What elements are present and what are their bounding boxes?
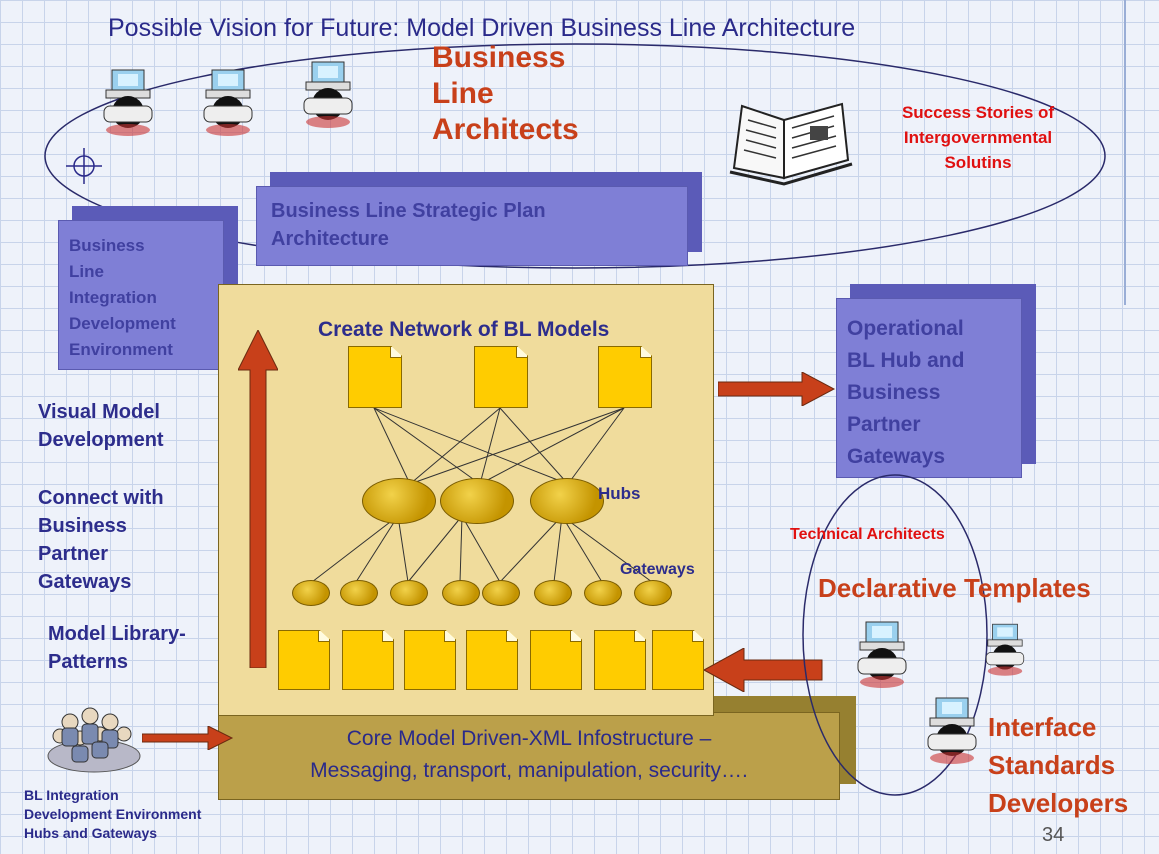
bla-line-2: Line <box>432 77 494 110</box>
gateway-node <box>442 580 480 606</box>
model-library-label: Model Library- Patterns <box>48 620 186 676</box>
integration-env-box: Business Line Integration Development En… <box>58 220 224 370</box>
pattern-doc-icon <box>594 630 646 690</box>
success-line-1: Success Stories of <box>901 103 1055 122</box>
gateway-node <box>534 580 572 606</box>
operational-hub-box: Operational BL Hub and Business Partner … <box>836 298 1022 478</box>
interface-line-1: Interface <box>988 712 1097 742</box>
right-arrow-icon <box>718 372 836 406</box>
interface-standards-label: Interface Standards Developers <box>988 708 1128 822</box>
success-stories-label: Success Stories of Intergovernmental Sol… <box>870 100 1086 175</box>
visual-line-2: Development <box>38 429 164 451</box>
operational-line-1: Operational <box>847 317 964 340</box>
integration-line-5: Environment <box>69 340 173 359</box>
operational-line-3: Business <box>847 381 941 404</box>
technical-architects-label: Technical Architects <box>790 526 945 543</box>
bl-integration-line-1: BL Integration <box>24 787 119 803</box>
bl-model-doc-icon <box>598 346 652 408</box>
bl-integration-line-2: Development Environment <box>24 806 202 822</box>
visual-line-1: Visual Model <box>38 401 160 423</box>
gateway-node <box>292 580 330 606</box>
bl-integration-label: BL Integration Development Environment H… <box>24 786 201 843</box>
hub-node <box>440 478 514 524</box>
gateway-node <box>584 580 622 606</box>
connect-line-2: Business <box>38 515 127 537</box>
strategic-plan-line-1: Business Line Strategic Plan <box>271 200 546 222</box>
network-title: Create Network of BL Models <box>318 318 610 341</box>
library-line-2: Patterns <box>48 651 129 673</box>
interface-line-3: Developers <box>988 788 1129 818</box>
bla-line-1: Business <box>432 41 566 74</box>
gateway-node <box>340 580 378 606</box>
pattern-doc-icon <box>342 630 394 690</box>
strategic-plan-box: Business Line Strategic Plan Architectur… <box>256 186 688 266</box>
crosshair-icon <box>66 148 102 184</box>
pattern-doc-icon <box>278 630 330 690</box>
integration-line-4: Development <box>69 314 176 333</box>
interface-line-2: Standards <box>988 750 1116 780</box>
library-line-1: Model Library- <box>48 623 186 645</box>
slide-number: 34 <box>1042 824 1065 846</box>
technical-person-icon <box>927 697 977 764</box>
core-infra-line-1: Core Model Driven-XML Infostructure – <box>346 727 712 750</box>
crowd-icon <box>47 707 141 773</box>
pattern-doc-icon <box>404 630 456 690</box>
operational-line-4: Partner <box>847 413 921 436</box>
architect-ellipse <box>44 43 1106 269</box>
success-line-3: Solutins <box>944 153 1012 172</box>
operational-line-2: BL Hub and <box>847 349 965 372</box>
core-infra-text: Core Model Driven-XML Infostructure – Me… <box>219 713 839 787</box>
hubs-label: Hubs <box>598 484 641 503</box>
crowd-arrow-icon <box>142 726 234 750</box>
operational-line-5: Gateways <box>847 445 946 468</box>
open-book-icon <box>729 102 853 186</box>
connect-line-4: Gateways <box>38 571 132 593</box>
bl-integration-line-3: Hubs and Gateways <box>24 825 158 841</box>
visual-model-label: Visual Model Development <box>38 398 164 454</box>
pattern-doc-icon <box>652 630 704 690</box>
connect-line-1: Connect with <box>38 487 164 509</box>
architect-person-icon <box>103 69 153 136</box>
left-arrow-icon <box>704 648 823 692</box>
integration-line-3: Integration <box>69 288 157 307</box>
technical-person-icon <box>857 621 907 688</box>
core-infra-line-2: Messaging, transport, manipulation, secu… <box>310 759 748 782</box>
integration-line-1: Business <box>69 236 145 255</box>
technical-person-icon <box>985 623 1025 676</box>
architect-person-icon <box>203 69 253 136</box>
gateway-node <box>634 580 672 606</box>
core-infrastructure-bar: Core Model Driven-XML Infostructure – Me… <box>218 712 840 800</box>
divider-line <box>1124 0 1126 305</box>
pattern-doc-icon <box>466 630 518 690</box>
connect-label: Connect with Business Partner Gateways <box>38 484 164 596</box>
up-arrow-icon <box>238 330 278 668</box>
slide-title: Possible Vision for Future: Model Driven… <box>108 14 856 42</box>
bla-line-3: Architects <box>432 113 579 146</box>
gateway-node <box>482 580 520 606</box>
pattern-doc-icon <box>530 630 582 690</box>
architect-person-icon <box>303 61 353 128</box>
business-line-architects-label: Business Line Architects <box>432 40 579 148</box>
integration-line-2: Line <box>69 262 104 281</box>
connect-line-3: Partner <box>38 543 109 565</box>
strategic-plan-line-2: Architecture <box>271 228 389 250</box>
hub-node <box>362 478 436 524</box>
bl-model-doc-icon <box>348 346 402 408</box>
bl-model-doc-icon <box>474 346 528 408</box>
success-line-2: Intergovernmental <box>903 128 1053 147</box>
gateway-node <box>390 580 428 606</box>
gateways-label: Gateways <box>620 561 695 578</box>
declarative-templates-label: Declarative Templates <box>818 573 1091 603</box>
hub-node <box>530 478 604 524</box>
network-connections <box>311 407 653 583</box>
technical-architects-circle <box>802 474 988 796</box>
